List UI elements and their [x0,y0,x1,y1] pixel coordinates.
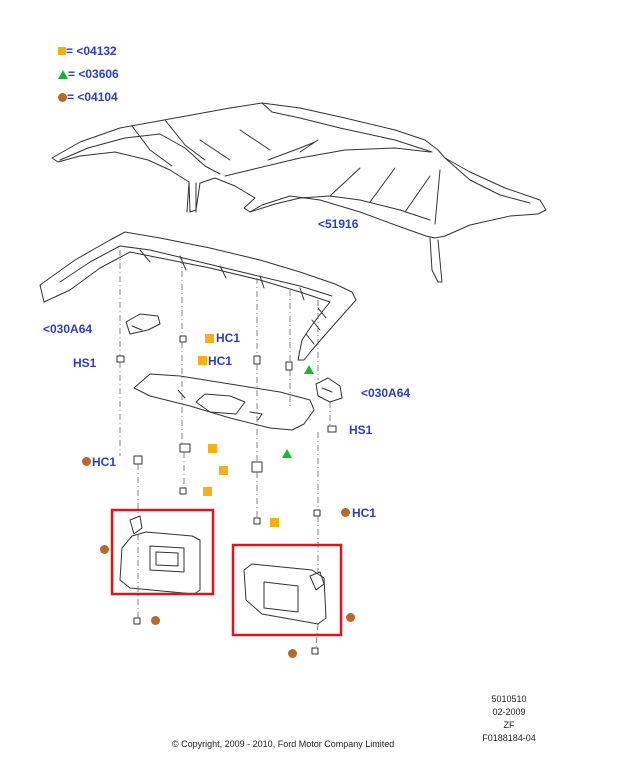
legend-square-label: = <04132 [66,44,117,58]
legend-circle-row: = <04104 [58,90,118,104]
square-marker-icon [205,334,214,343]
callout-hs1-right: HS1 [349,423,373,437]
square-marker-icon [203,487,212,496]
meta-line-2: 02-2009 [492,707,526,717]
callout-roof: <51916 [318,217,359,231]
legend-triangle-row: = <03606 [58,67,119,81]
legend-triangle-label: = <03606 [68,67,119,81]
left-sun-visor [119,515,201,595]
meta-line-3: ZF [503,720,515,730]
legend-square-row: = <04132 [58,44,117,58]
callout-hc1-right: HC1 [352,506,377,520]
right-sun-visor [243,563,327,625]
left-bracket [125,313,161,335]
square-marker-icon [208,444,217,453]
highlight-right-visor [231,543,343,637]
callout-bracket-right: <030A64 [361,386,411,400]
square-marker-icon [219,466,228,475]
circle-marker-icon [151,616,160,625]
callout-bracket-left: <030A64 [43,322,93,336]
alignment-lines [119,250,331,649]
square-marker-icon [270,518,279,527]
callout-hc1-left: HC1 [92,455,117,469]
circle-marker-icon [346,613,355,622]
header-trim-panel [133,373,315,431]
header-frame [39,231,357,361]
meta-line-4: F0188184-04 [482,733,536,743]
circle-marker-icon [100,545,109,554]
triangle-marker-icon [304,365,314,374]
callout-hc1-top-a: HC1 [216,331,241,345]
circle-marker-icon [341,508,350,517]
triangle-marker-icon [282,449,292,458]
circle-marker-icon [288,649,297,658]
square-marker-icon [198,356,207,365]
highlight-left-visor [110,508,215,596]
legend-circle-label: = <04104 [67,90,118,104]
square-marker-icon [58,47,66,55]
circle-marker-icon [58,92,67,102]
convertible-roof [51,102,547,283]
triangle-marker-icon [58,69,68,79]
callout-hc1-top-b: HC1 [208,354,233,368]
right-bracket [315,377,343,403]
copyright-text: © Copyright, 2009 - 2010, Ford Motor Com… [172,739,395,749]
meta-line-1: 5010510 [491,694,527,704]
circle-marker-icon [82,457,91,466]
callout-hs1-left: HS1 [73,356,97,370]
